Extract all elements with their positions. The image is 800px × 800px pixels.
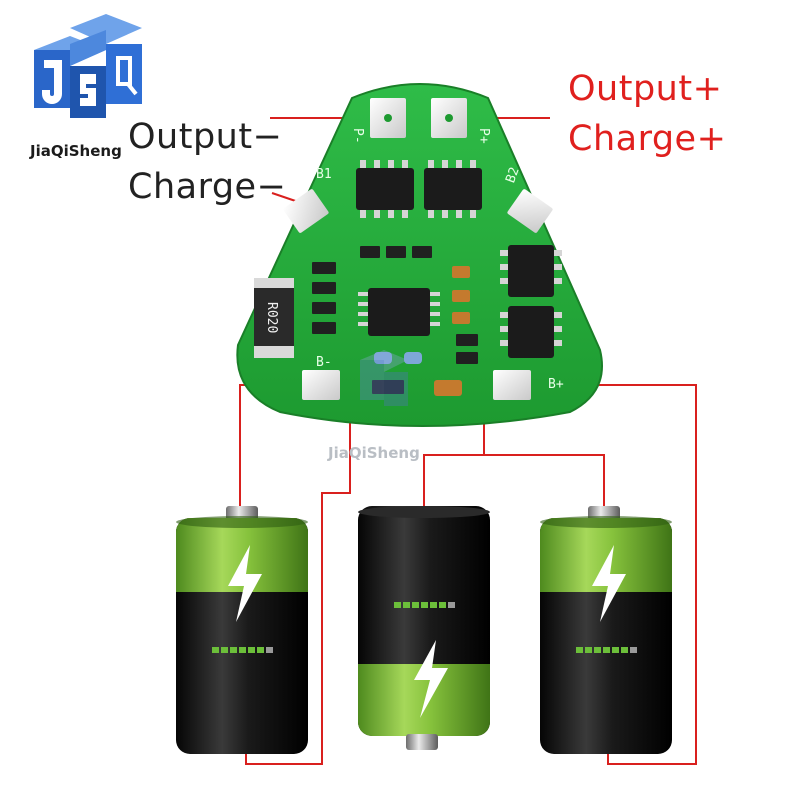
svg-text:B2: B2 [503,165,522,185]
resistor-marking: R020 [264,302,279,333]
pad-b2 [507,189,553,233]
svg-text:P-: P- [350,128,365,144]
watermark-text: JiaQiSheng [328,444,420,462]
svg-text:B1: B1 [316,167,332,182]
charge-level-icon [212,647,273,653]
label-output-plus: Output+ [568,69,723,109]
battery-left [176,506,308,754]
svg-text:B-: B- [316,355,332,370]
charge-level-icon [394,602,455,608]
pad-b-plus [493,370,531,400]
sense-resistor [254,282,294,354]
battery-right [540,506,672,754]
svg-text:P+: P+ [476,128,491,144]
lightning-icon [592,545,626,622]
watermark-emblem-icon [360,350,408,406]
pad-b1 [283,189,329,233]
brand-logo-icon [34,14,142,118]
pad-b-minus [302,370,340,400]
svg-text:B+: B+ [548,377,564,392]
label-charge-minus: Charge− [128,167,287,207]
label-output-minus: Output− [128,117,283,157]
charge-level-icon [576,647,637,653]
brand-logo-text: JiaQiSheng [30,142,122,160]
lightning-icon [414,640,448,718]
lightning-icon [228,545,262,622]
protection-board: P- P+ B1 B2 B- B+ [236,83,603,427]
battery-middle [358,506,490,750]
label-charge-plus: Charge+ [568,119,727,159]
